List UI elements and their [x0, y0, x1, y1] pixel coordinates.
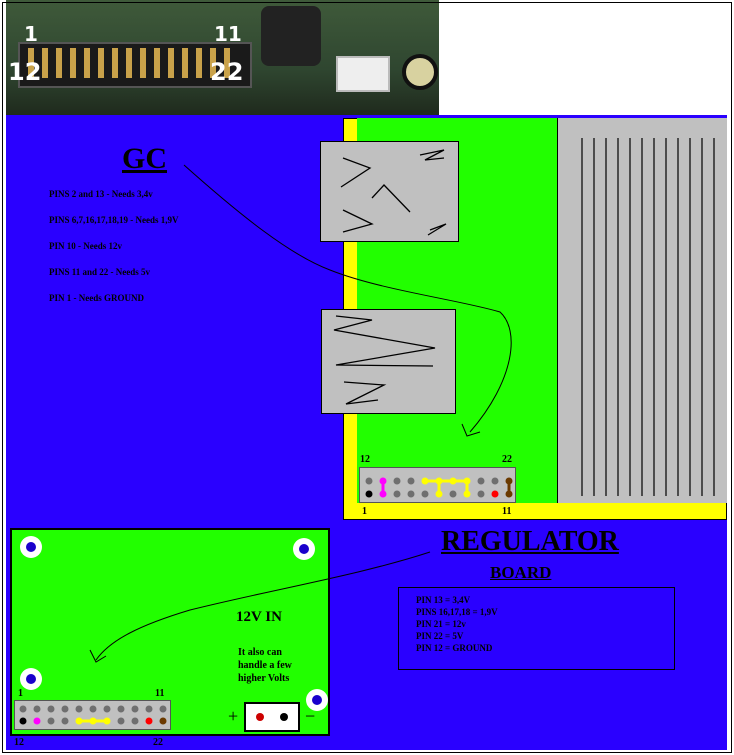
regulator-header-pin-12-label: 12: [14, 737, 24, 748]
gc-note: PINS 6,7,16,17,18,19 - Needs 1,9V: [49, 215, 179, 225]
power-positive-pin: [256, 713, 264, 721]
photo-inductor: [261, 6, 321, 66]
mount-hole: [20, 536, 42, 558]
gc-title: GC: [122, 142, 167, 175]
gc-header-pin-1-label: 1: [362, 506, 367, 517]
gc-pointer-line: [183, 164, 512, 433]
regulator-pin-notes-box: [398, 587, 675, 670]
photo-pin-12-label: 12: [8, 58, 42, 86]
gc-pointer-arrowhead: [461, 423, 481, 437]
regulator-title: REGULATOR: [441, 526, 619, 557]
gc-header-pin-12-label: 12: [360, 454, 370, 465]
regulator-note: PIN 13 = 3,4V: [416, 595, 471, 605]
connector-photo: 1 11 12 22: [6, 0, 439, 115]
photo-ribbon-connector: [18, 42, 252, 88]
photo-mount-hole: [402, 54, 438, 90]
regulator-pointer-arrowhead: [89, 649, 107, 663]
power-input-label: 12V IN: [236, 609, 282, 625]
power-note-line: handle a few: [238, 660, 292, 671]
gc-note: PINS 11 and 22 - Needs 5v: [49, 267, 151, 277]
plus-sign: +: [228, 706, 239, 726]
gc-header-pin-22-label: 22: [502, 454, 512, 465]
regulator-header-pin-11-label: 11: [155, 688, 165, 699]
regulator-note: PIN 22 = 5V: [416, 631, 464, 641]
power-note-line: It also can: [238, 647, 282, 658]
gc-header-pins: [365, 477, 513, 498]
photo-white-connector: [336, 56, 390, 92]
chip-glyphs: [333, 149, 447, 405]
regulator-pointer-line: [95, 551, 431, 661]
gc-note: PIN 1 - Needs GROUND: [49, 293, 144, 303]
photo-pin-1-label: 1: [24, 22, 38, 46]
regulator-subtitle: BOARD: [490, 563, 552, 582]
gc-header-pin-11-label: 11: [502, 506, 512, 517]
mount-hole: [293, 538, 315, 560]
regulator-note: PIN 12 = GROUND: [416, 643, 493, 653]
regulator-header-pin-22-label: 22: [153, 737, 163, 748]
heatsink-fins: [581, 138, 715, 496]
power-negative-pin: [280, 713, 288, 721]
power-input-connector: [244, 702, 300, 732]
regulator-note: PIN 21 = 12v: [416, 619, 466, 629]
mount-hole: [20, 668, 42, 690]
regulator-note: PINS 16,17,18 = 1,9V: [416, 607, 498, 617]
regulator-header-pin-1-label: 1: [18, 688, 23, 699]
gc-chip-lower: [321, 309, 456, 414]
power-note-line: higher Volts: [238, 673, 290, 684]
photo-pin-22-label: 22: [210, 58, 244, 86]
minus-sign: −: [305, 706, 316, 726]
regulator-pin-header: [14, 700, 171, 730]
mount-hole: [306, 689, 328, 711]
gc-note: PINS 2 and 13 - Needs 3,4v: [49, 189, 153, 199]
photo-pin-11-label: 11: [214, 22, 242, 46]
gc-note: PIN 10 - Needs 12v: [49, 241, 122, 251]
regulator-header-pins: [19, 705, 167, 725]
